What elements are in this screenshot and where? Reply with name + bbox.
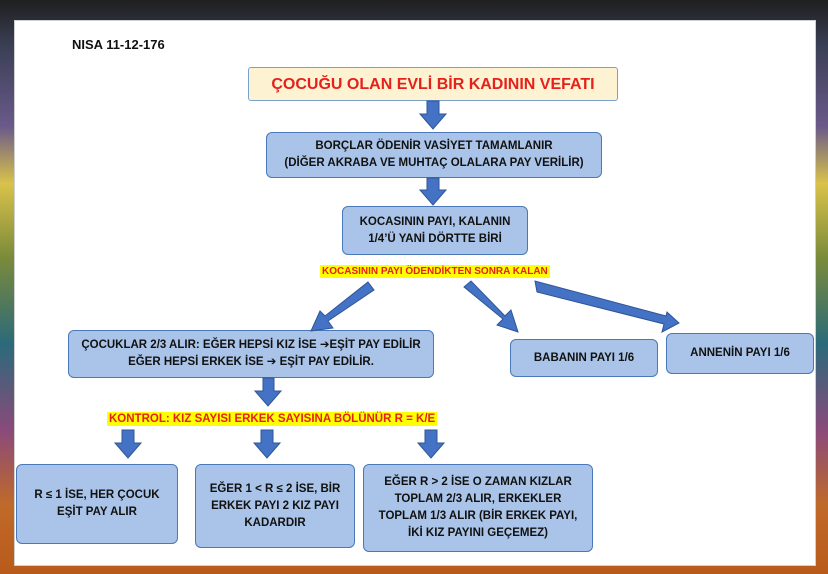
children-share-line2: EĞER HEPSİ ERKEK İSE ➔ EŞİT PAY EDİLİR.: [128, 356, 374, 368]
case2-line3: KADARDIR: [244, 516, 306, 529]
arrow-to-children: [310, 281, 375, 332]
arrow-down-case2: [252, 429, 282, 459]
arrow-to-mother: [534, 280, 680, 333]
debts-will-box: BORÇLAR ÖDENİR VASİYET TAMAMLANIR (DİĞER…: [266, 132, 602, 178]
husband-share-line2: 1/4’Ü YANİ DÖRTTE BİRİ: [368, 232, 502, 245]
case2-line1: EĞER 1 < R ≤ 2 İSE, BİR: [209, 482, 341, 495]
case-ratio-gt-2-box: EĞER R > 2 İSE O ZAMAN KIZLAR TOPLAM 2/3…: [363, 464, 593, 552]
husband-share-box: KOCASININ PAYI, KALANIN 1/4’Ü YANİ DÖRTT…: [342, 206, 528, 255]
case-ratio-le-1-box: R ≤ 1 İSE, HER ÇOCUK EŞİT PAY ALIR: [16, 464, 178, 544]
arrow-down-1: [418, 100, 448, 130]
children-share-line1: ÇOCUKLAR 2/3 ALIR: EĞER HEPSİ KIZ İSE ➔E…: [81, 339, 421, 351]
arrow-down-case3: [416, 429, 446, 459]
arrow-down-2: [418, 177, 448, 206]
mother-share-box: ANNENİN PAYI 1/6: [666, 333, 814, 374]
case1-line1: R ≤ 1 İSE, HER ÇOCUK: [34, 489, 160, 501]
father-share-text: BABANIN PAYI 1/6: [533, 351, 635, 364]
arrow-down-case1: [113, 429, 143, 459]
children-share-box: ÇOCUKLAR 2/3 ALIR: EĞER HEPSİ KIZ İSE ➔E…: [68, 330, 434, 378]
case-ratio-1-to-2-box: EĞER 1 < R ≤ 2 İSE, BİR ERKEK PAYI 2 KIZ…: [195, 464, 355, 548]
case3-line2: TOPLAM 2/3 ALIR, ERKEKLER: [394, 493, 562, 505]
case3-line1: EĞER R > 2 İSE O ZAMAN KIZLAR: [384, 476, 572, 488]
arrow-down-3: [253, 377, 283, 407]
case2-line2: ERKEK PAYI 2 KIZ PAYI: [211, 499, 339, 512]
arrow-to-father: [463, 280, 519, 333]
remainder-note: KOCASININ PAYI ÖDENDİKTEN SONRA KALAN: [320, 265, 550, 278]
case3-line3: TOPLAM 1/3 ALIR (BİR ERKEK PAYI,: [378, 510, 578, 522]
mother-share-text: ANNENİN PAYI 1/6: [690, 347, 790, 359]
debts-will-line1: BORÇLAR ÖDENİR VASİYET TAMAMLANIR: [315, 140, 553, 152]
debts-will-line2: (DİĞER AKRABA VE MUHTAÇ OLALARA PAY VERİ…: [284, 157, 584, 169]
father-share-box: BABANIN PAYI 1/6: [510, 339, 658, 377]
control-note: KONTROL: KIZ SAYISI ERKEK SAYISINA BÖLÜN…: [107, 412, 438, 426]
husband-share-line1: KOCASININ PAYI, KALANIN: [359, 215, 511, 228]
case1-line2: EŞİT PAY ALIR: [57, 506, 137, 518]
title-text: ÇOCUĞU OLAN EVLİ BİR KADININ VEFATI: [271, 75, 595, 93]
slide-code: NISA 11-12-176: [72, 37, 165, 52]
case3-line4: İKİ KIZ PAYINI GEÇEMEZ): [408, 527, 548, 539]
